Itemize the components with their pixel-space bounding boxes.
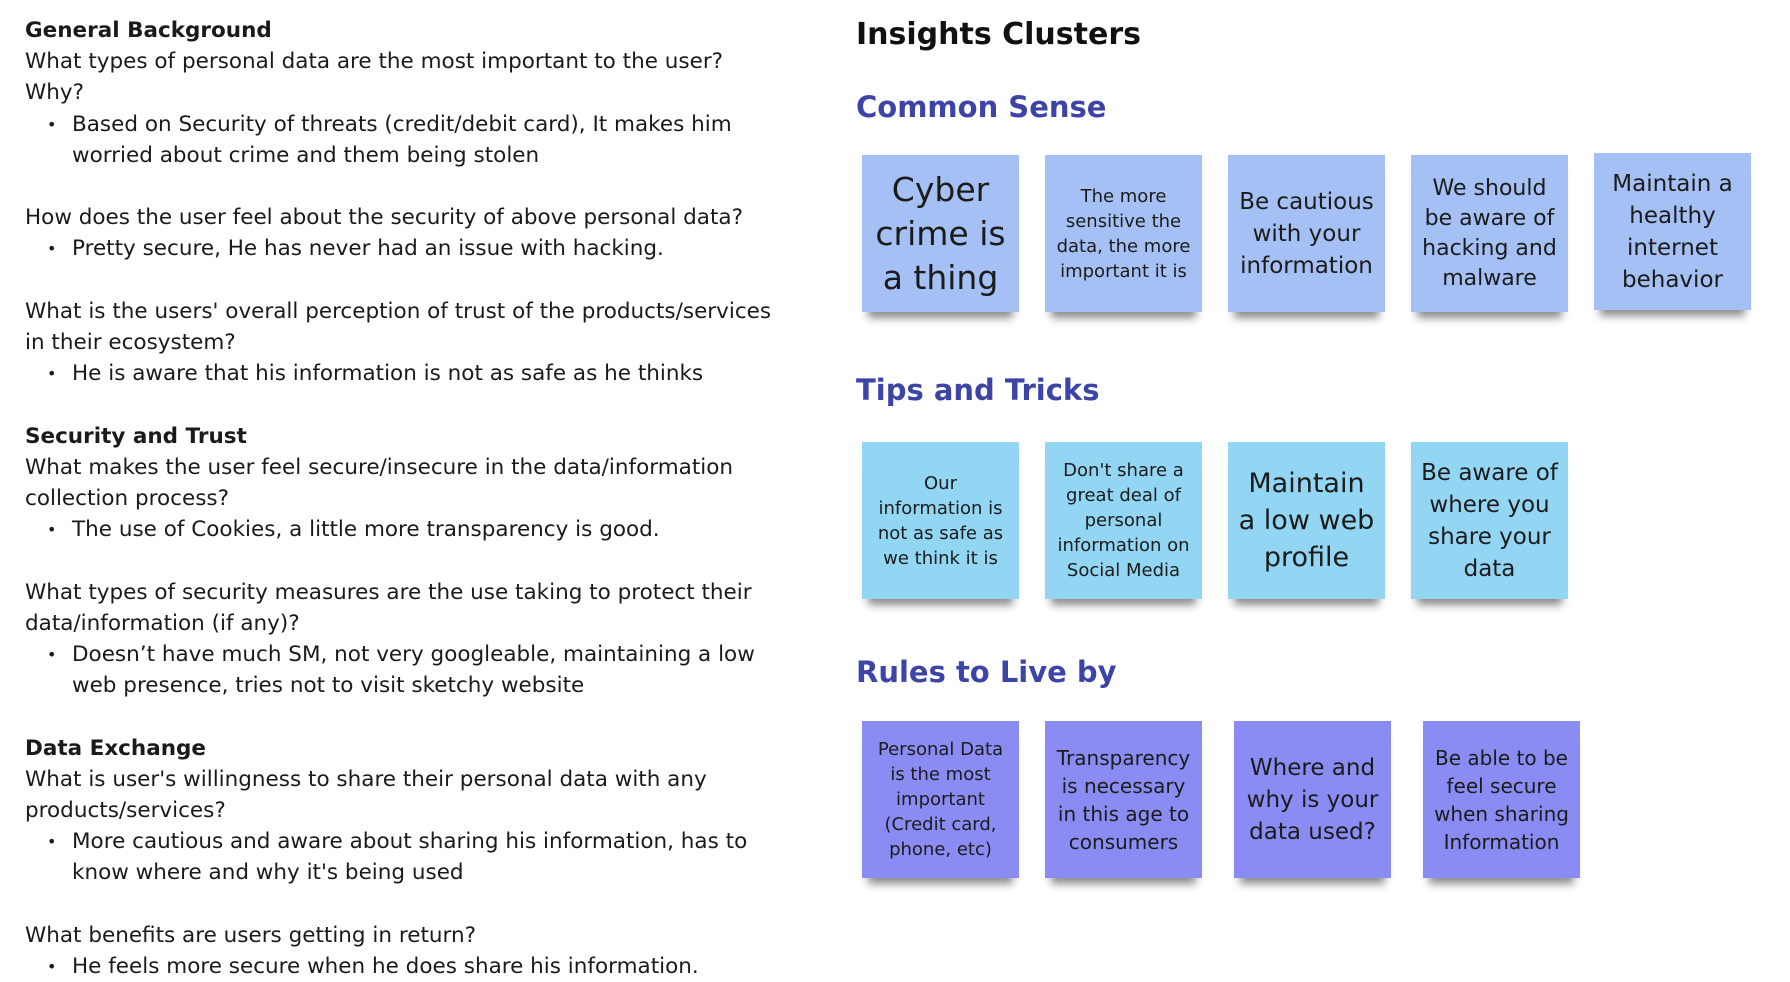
question: How does the user feel about the securit…	[25, 205, 743, 231]
sticky-note[interactable]: Where and why is your data used?	[1234, 721, 1391, 878]
bullet-icon: •	[47, 364, 57, 384]
sticky-text: Our information is not as safe as we thi…	[877, 472, 1004, 569]
cluster-title-common-sense: Common Sense	[856, 90, 1107, 124]
section-title-data-exchange: Data Exchange	[25, 735, 207, 761]
sticky-note[interactable]: Be aware of where you share your data	[1411, 442, 1568, 599]
bullet-icon: •	[47, 957, 57, 976]
sticky-note[interactable]: Maintain a low web profile	[1228, 442, 1385, 599]
bullet-icon: •	[47, 645, 57, 664]
answer-text: Based on Security of threats (credit/deb…	[72, 111, 732, 168]
bullet-icon: •	[47, 832, 57, 852]
insights-title: Insights Clusters	[856, 17, 1141, 52]
sticky-note[interactable]: The more sensitive the data, the more im…	[1045, 155, 1202, 312]
cluster-title-rules-to-live-by: Rules to Live by	[856, 655, 1117, 689]
bullet-icon: •	[47, 114, 57, 134]
section-title-security-and-trust: Security and Trust	[25, 423, 247, 449]
sticky-text: Don't share a great deal of personal inf…	[1057, 460, 1190, 581]
answer-bullet: • Pretty secure, He has never had an issu…	[25, 233, 785, 264]
answer-bullet: • Based on Security of threats (credit/de…	[25, 109, 785, 171]
answer-text: Doesn’t have much SM, not very googleabl…	[72, 642, 755, 699]
sticky-text: Maintain a healthy internet behavior	[1612, 170, 1733, 293]
sticky-text: Maintain a low web profile	[1238, 468, 1375, 573]
cluster-title-tips-and-tricks: Tips and Tricks	[856, 373, 1100, 407]
sticky-note[interactable]: Personal Data is the most important (Cre…	[862, 721, 1019, 878]
sticky-text: The more sensitive the data, the more im…	[1056, 185, 1191, 282]
answer-text: The use of Cookies, a little more transp…	[72, 517, 660, 543]
sticky-text: Be able to be feel secure when sharing I…	[1434, 745, 1569, 854]
question: What is user's willingness to share thei…	[25, 766, 707, 823]
question: What benefits are users getting in retur…	[25, 922, 476, 948]
answer-text: Pretty secure, He has never had an issue…	[72, 236, 664, 262]
sticky-note[interactable]: We should be aware of hacking and malwar…	[1411, 155, 1568, 312]
section-title-general-background: General Background	[25, 18, 272, 43]
sticky-text: Personal Data is the most important (Cre…	[877, 739, 1004, 860]
bullet-icon: •	[47, 239, 57, 259]
sticky-note[interactable]: Don't share a great deal of personal inf…	[1045, 442, 1202, 599]
answer-text: More cautious and aware about sharing hi…	[72, 829, 748, 886]
bullet-icon: •	[47, 520, 57, 540]
sticky-note[interactable]: Cyber crime is a thing	[862, 155, 1019, 312]
answer-text: He is aware that his information is not …	[72, 361, 704, 387]
interview-notes: General Background What types of persona…	[25, 15, 785, 982]
sticky-text: Cyber crime is a thing	[875, 169, 1006, 297]
sticky-text: Transparency is necessary in this age to…	[1056, 745, 1191, 854]
answer-bullet: • Doesn’t have much SM, not very googleab…	[25, 639, 785, 701]
answer-bullet: • The use of Cookies, a little more trans…	[25, 514, 785, 545]
sticky-note[interactable]: Maintain a healthy internet behavior	[1594, 153, 1751, 310]
sticky-text: Be cautious with your information	[1239, 188, 1374, 279]
sticky-text: We should be aware of hacking and malwar…	[1422, 175, 1557, 291]
question: What types of security measures are the …	[25, 579, 752, 636]
answer-bullet: • He is aware that his information is not…	[25, 358, 785, 389]
sticky-note[interactable]: Our information is not as safe as we thi…	[862, 442, 1019, 599]
sticky-text: Be aware of where you share your data	[1421, 459, 1558, 582]
question: What makes the user feel secure/insecure…	[25, 454, 733, 511]
sticky-note[interactable]: Be cautious with your information	[1228, 155, 1385, 312]
answer-bullet: • He feels more secure when he does share…	[25, 951, 785, 982]
answer-text: He feels more secure when he does share …	[72, 954, 699, 979]
question: What is the users' overall perception of…	[25, 298, 772, 355]
answer-bullet: • More cautious and aware about sharing h…	[25, 826, 785, 888]
sticky-note[interactable]: Be able to be feel secure when sharing I…	[1423, 721, 1580, 878]
sticky-text: Where and why is your data used?	[1246, 754, 1379, 845]
question: What types of personal data are the most…	[25, 49, 724, 106]
sticky-note[interactable]: Transparency is necessary in this age to…	[1045, 721, 1202, 878]
